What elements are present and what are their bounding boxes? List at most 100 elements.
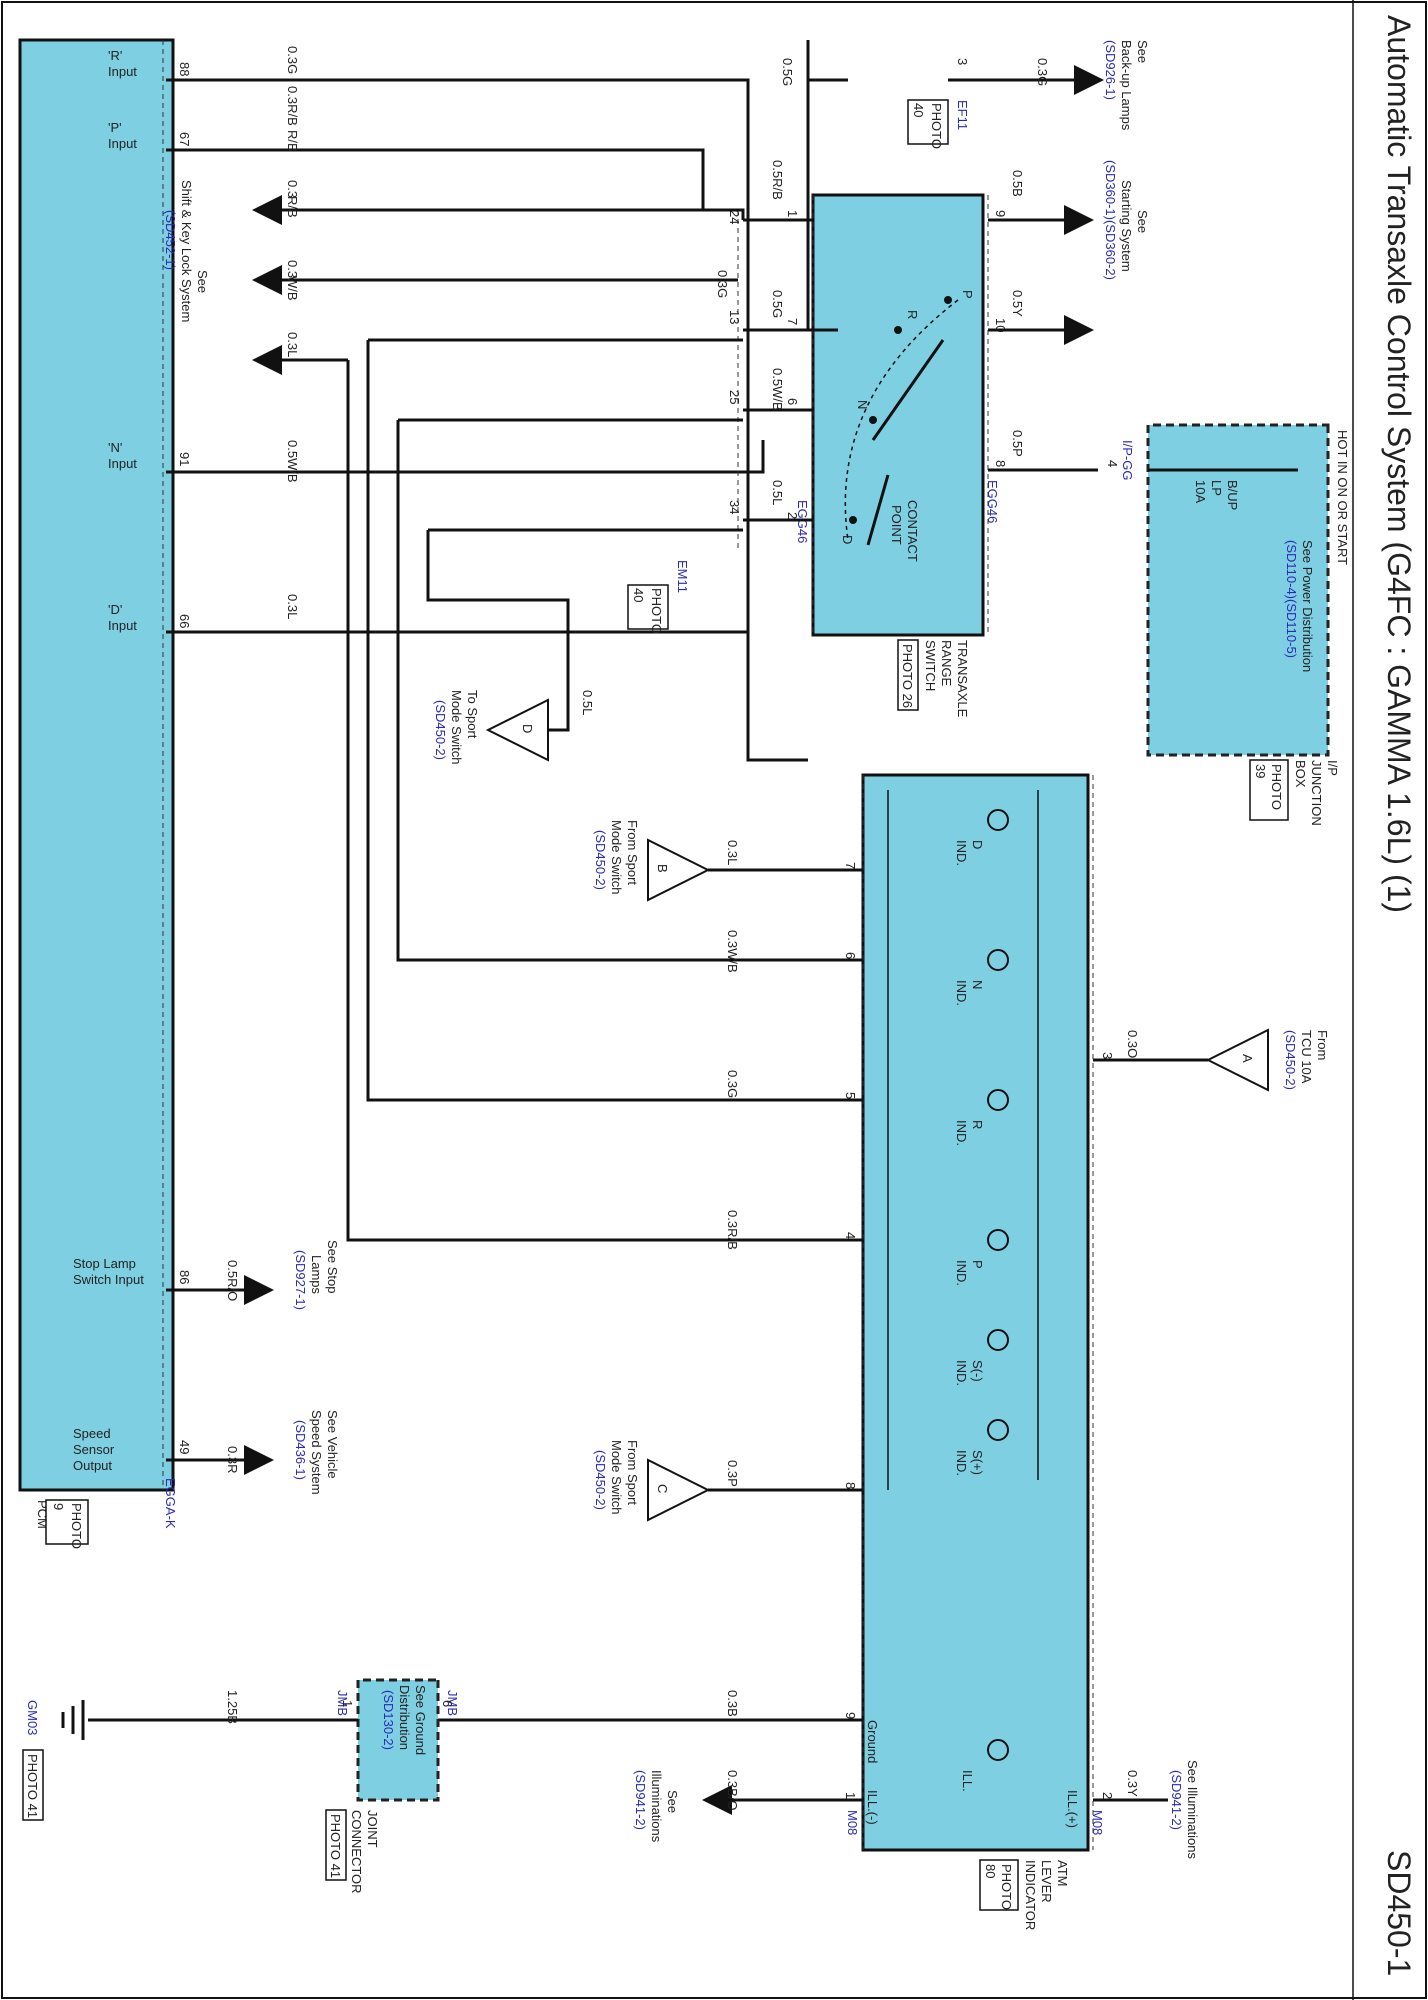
svg-text:0.5Y: 0.5Y [1010,290,1025,317]
atm-conn-right: M08 [1090,1810,1105,1835]
svg-text:6: 6 [843,952,858,959]
svg-text:7: 7 [785,318,800,325]
svg-text:(SD360-1)(SD360-2): (SD360-1)(SD360-2) [1103,160,1118,280]
svg-text:49: 49 [177,1440,192,1454]
svg-text:ILL.: ILL. [960,1770,975,1792]
svg-text:34: 34 [727,500,742,514]
ref-sport-from-c: From Sport Mode Switch (SD450-2) [593,1440,640,1514]
jc-photo-box [325,1809,347,1881]
svg-text:Back-up Lamps: Back-up Lamps [1119,40,1134,131]
svg-text:(SD450-2): (SD450-2) [593,830,608,890]
pcm-input-r: 'R' Input [108,48,137,79]
svg-text:2: 2 [785,512,800,519]
wire-em11-25: 25 [398,390,743,422]
wire-shift-3: 0.3L [252,332,348,375]
svg-text:1: 1 [785,210,800,217]
svg-text:0.3L: 0.3L [725,840,740,865]
svg-text:'D': 'D' [108,602,122,617]
jc-photo: PHOTO 41 [328,1814,343,1878]
svg-text:0.3L: 0.3L [285,332,300,357]
flag-a: A [1205,1028,1269,1092]
svg-text:See Stop: See Stop [325,1240,340,1294]
jc-conn-bottom: JMB [335,1690,350,1716]
trs-contact-point-label: CONTACT POINT [889,500,920,562]
svg-text:0.3W/B: 0.3W/B [725,930,740,973]
ref-starting-system: See Starting System (SD360-1)(SD360-2) [1103,160,1150,280]
flag-d: D 0.5L [426,530,595,762]
em11-photo-num: 40 [631,588,646,602]
flag-b: B [647,838,711,902]
pcm-box [18,38,175,1492]
svg-text:9: 9 [993,210,1008,217]
ref-power-distribution: See Power Distribution (SD110-4)(SD110-5… [1284,540,1315,672]
atm-conn-left: M08 [845,1810,860,1835]
svg-text:IND.: IND. [954,1450,969,1476]
svg-text:0.5R/O: 0.5R/O [225,1260,240,1301]
svg-text:BOX: BOX [1293,760,1308,788]
svg-text:1.25B: 1.25B [225,1690,240,1724]
svg-text:I/P: I/P [1325,760,1340,776]
svg-text:IND.: IND. [954,980,969,1006]
svg-text:Speed: Speed [73,1426,111,1441]
svg-text:Mode Switch: Mode Switch [609,1440,624,1514]
svg-text:See Ground: See Ground [413,1685,428,1755]
trs-pos-r: R [905,310,920,319]
ground-code: GM03 [25,1700,40,1735]
svg-text:N: N [970,980,985,989]
svg-text:RANGE: RANGE [939,640,954,687]
ref-shift-key-lock: See Shift & Key Lock System (SD452-1) [163,180,210,322]
ind-s-plus: S(+)IND. [954,1419,1009,1476]
wire-pcm-91: 91 0.5 W/B [166,440,765,483]
wire-em11-13: 13 0.3G [368,270,743,342]
wire-trs-9: 0.5B [988,170,1094,235]
svg-text:0.5: 0.5 [285,440,300,458]
svg-text:CONNECTOR: CONNECTOR [349,1810,364,1894]
svg-text:0.3: 0.3 [285,260,300,278]
svg-text:0.3R/B: 0.3R/B [285,86,300,126]
wire-atm-4: 4 0.3R/B [346,360,863,1250]
ref-stop-lamps: See Stop Lamps (SD927-1) [293,1240,340,1310]
svg-text:'N': 'N' [108,440,122,455]
svg-text:LP: LP [1209,480,1224,496]
ef11-photo-box [907,99,949,145]
joint-connector-box [356,1678,440,1802]
svg-text:0.3P: 0.3P [725,1460,740,1487]
svg-text:Input: Input [108,456,137,471]
svg-text:Ground: Ground [865,1720,880,1763]
svg-text:(SD452-1): (SD452-1) [163,210,178,270]
svg-text:To Sport: To Sport [465,690,480,739]
svg-text:IND.: IND. [954,1260,969,1286]
svg-text:(SD941-2): (SD941-2) [633,1770,648,1830]
jc-pin-1: 1 [340,1700,355,1707]
svg-text:86: 86 [177,1270,192,1284]
trs-box [811,193,985,637]
svg-text:0.3G: 0.3G [285,46,300,74]
ip-junction-name: I/P JUNCTION BOX [1293,760,1340,826]
svg-text:0.3L: 0.3L [285,594,300,619]
svg-text:0.3O: 0.3O [1125,1030,1140,1058]
ip-junction-box [1146,423,1330,757]
pcm-photo: PHOTO [69,1503,84,1549]
svg-text:Mode Switch: Mode Switch [449,690,464,764]
svg-text:See: See [1135,210,1150,233]
ip-hot-label: HOT IN ON OR START [1335,430,1350,565]
ref-tcu: From TCU 10A (SD450-2) [1283,1030,1330,1090]
svg-text:(SD926-1): (SD926-1) [1103,40,1118,100]
svg-text:Input: Input [108,136,137,151]
svg-text:9: 9 [843,1712,858,1719]
atm-photo-box [979,1859,1019,1911]
svg-text:7: 7 [843,862,858,869]
svg-text:D: D [520,724,535,733]
svg-text:66: 66 [177,614,192,628]
em11-photo: PHOTO [649,588,664,634]
wire-atm-3: 3 0.3O [1093,1030,1208,1062]
svg-text:ILL.(-): ILL.(-) [865,1790,880,1825]
svg-text:IND.: IND. [954,840,969,866]
svg-text:0.3R: 0.3R [225,1446,240,1473]
svg-text:C: C [655,1484,670,1493]
svg-text:0.5W/B: 0.5W/B [770,368,785,411]
ip-fuse: B/UP LP 10A [1148,468,1298,510]
wire-atm-9: 9 0.3B [368,1690,863,1722]
